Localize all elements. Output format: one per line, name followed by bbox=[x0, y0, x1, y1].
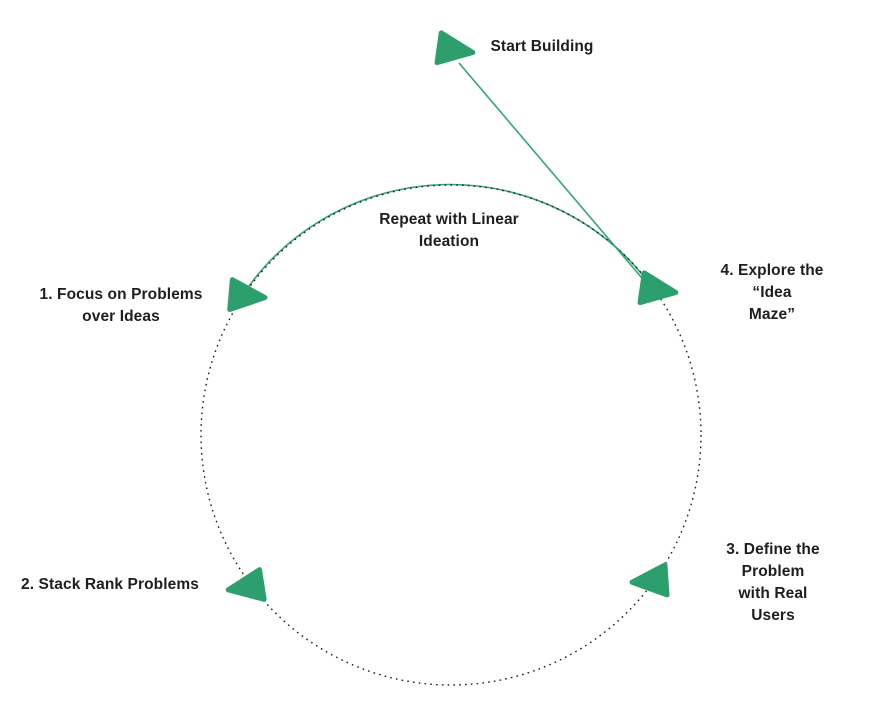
label-step3-define-the-problem: 3. Define the Problem with Real Users bbox=[726, 541, 820, 624]
label-repeat-with-linear-ideation: Repeat with Linear Ideation bbox=[379, 211, 519, 250]
arrowhead-step3-icon bbox=[629, 562, 670, 598]
arrowhead-step2-icon bbox=[225, 567, 267, 602]
arrowhead-start-icon bbox=[434, 30, 476, 66]
label-step1-focus-on-problems: 1. Focus on Problems over Ideas bbox=[39, 286, 203, 325]
label-start-building: Start Building bbox=[490, 38, 594, 55]
arrowhead-step1-icon bbox=[227, 277, 268, 313]
label-step2-stack-rank-problems: 2. Stack Rank Problems bbox=[21, 576, 199, 593]
arrowhead-step4-icon bbox=[637, 270, 679, 306]
start-building-connector-line bbox=[458, 62, 648, 285]
repeat-arc bbox=[241, 183, 650, 297]
dotted-cycle-circle bbox=[200, 184, 702, 686]
label-step4-explore-idea-maze: 4. Explore the “Idea Maze” bbox=[720, 262, 824, 323]
